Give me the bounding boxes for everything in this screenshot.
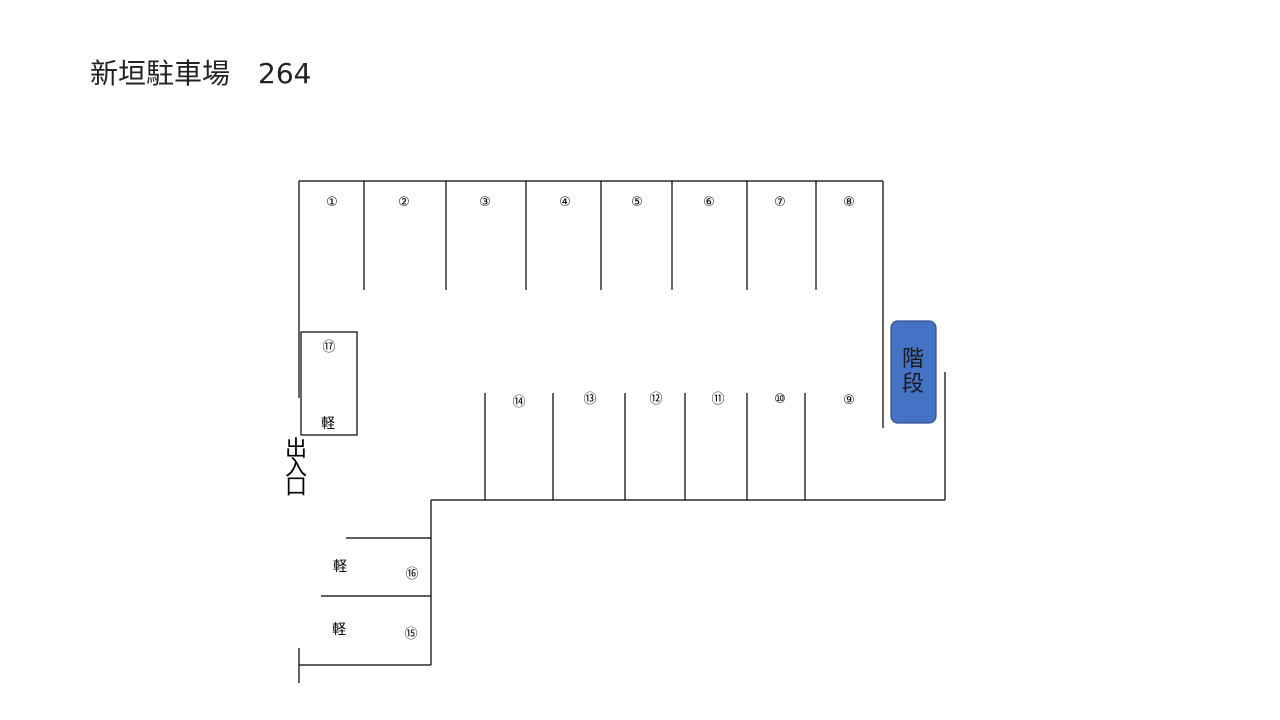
kei-label-17: 軽	[321, 416, 335, 432]
boundary-lines	[298, 180, 946, 683]
stairs-char: 階	[902, 347, 924, 372]
stall-label-12: ⑫	[649, 392, 662, 407]
stall-label-11: ⑪	[711, 392, 724, 407]
lower-wing-dividers	[321, 537, 431, 597]
entrance-char: 出	[285, 437, 307, 462]
stall-label-17: ⑰	[322, 340, 335, 355]
kei-label-15: 軽	[332, 622, 346, 638]
stall-label-16: ⑯	[405, 567, 418, 582]
middle-row-dividers	[484, 393, 806, 500]
stall-label-1: ①	[326, 195, 338, 210]
stairs-char: 段	[902, 372, 924, 397]
stall-label-9: ⑨	[843, 393, 855, 408]
kei-labels: 軽 軽 軽	[321, 416, 347, 638]
entrance-char: 口	[285, 475, 307, 500]
stall-label-14: ⑭	[512, 395, 525, 410]
top-row-dividers	[363, 181, 817, 290]
stall-label-8: ⑧	[843, 195, 855, 210]
stall-numbers: ① ② ③ ④ ⑤ ⑥ ⑦ ⑧ ⑨ ⑩ ⑪ ⑫ ⑬ ⑭ ⑮ ⑯ ⑰	[322, 195, 854, 642]
stall-17-box	[300, 331, 358, 436]
stairs: 階 段	[890, 320, 937, 424]
stall-label-5: ⑤	[631, 195, 643, 210]
stall-label-10: ⑩	[774, 392, 786, 407]
entrance-char: 入	[285, 456, 307, 481]
stall-label-3: ③	[479, 195, 491, 210]
entrance-label: 出 入 口	[285, 437, 307, 500]
kei-label-16: 軽	[333, 559, 347, 575]
stall-label-13: ⑬	[583, 392, 596, 407]
stall-label-2: ②	[398, 195, 410, 210]
stairs-box	[890, 320, 937, 424]
stall-label-4: ④	[559, 195, 571, 210]
page-title: 新垣駐車場 264	[90, 57, 312, 90]
stall-label-15: ⑮	[404, 627, 417, 642]
stall-label-6: ⑥	[703, 195, 715, 210]
stall-label-7: ⑦	[774, 195, 786, 210]
